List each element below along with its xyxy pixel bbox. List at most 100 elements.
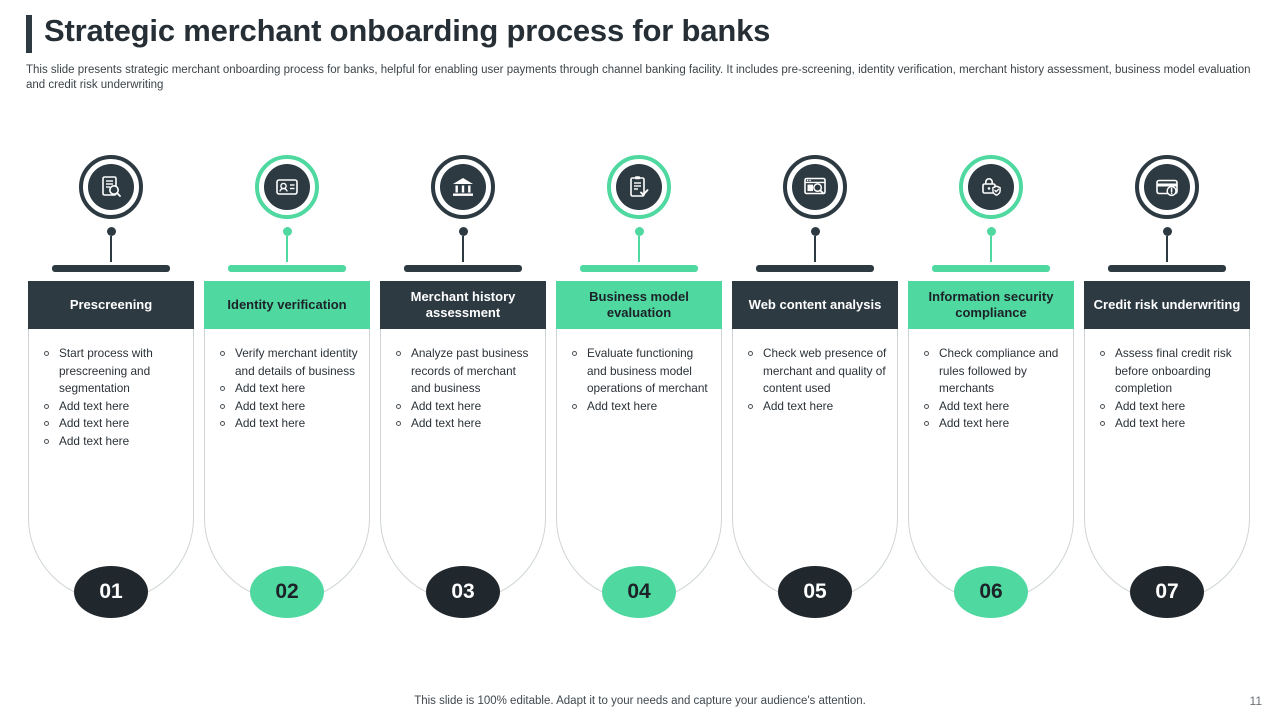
step-bullets-5: Check web presence of merchant and quali… xyxy=(733,329,897,415)
step-connector-4 xyxy=(580,227,698,272)
connector-line-6 xyxy=(990,236,992,262)
step-number-badge-3: 03 xyxy=(426,566,500,618)
process-step-4[interactable]: Business model evaluation Evaluate funct… xyxy=(551,155,727,618)
step-icon-circle-2 xyxy=(255,155,319,219)
document-search-icon xyxy=(88,164,134,210)
connector-dot-7 xyxy=(1162,227,1172,236)
connector-dot-4 xyxy=(634,227,644,236)
step-bullets-6: Check compliance and rules followed by m… xyxy=(909,329,1073,433)
process-step-3[interactable]: Merchant history assessment Analyze past… xyxy=(375,155,551,618)
list-item: Add text here xyxy=(395,398,535,416)
step-icon-circle-1 xyxy=(79,155,143,219)
list-item: Check compliance and rules followed by m… xyxy=(923,345,1063,398)
connector-dot-5 xyxy=(810,227,820,236)
list-item: Check web presence of merchant and quali… xyxy=(747,345,887,398)
connector-cap-6 xyxy=(932,265,1050,272)
connector-cap-7 xyxy=(1108,265,1226,272)
step-title-5: Web content analysis xyxy=(732,281,898,329)
step-connector-5 xyxy=(756,227,874,272)
title-accent-bar xyxy=(26,15,32,53)
step-connector-3 xyxy=(404,227,522,272)
step-icon-circle-5 xyxy=(783,155,847,219)
list-item: Add text here xyxy=(571,398,711,416)
step-title-1: Prescreening xyxy=(28,281,194,329)
process-step-5[interactable]: Web content analysis Check web presence … xyxy=(727,155,903,618)
step-bullets-2: Verify merchant identity and details of … xyxy=(205,329,369,433)
step-connector-2 xyxy=(228,227,346,272)
process-diagram: Prescreening Start process with prescree… xyxy=(0,155,1280,655)
step-connector-1 xyxy=(52,227,170,272)
step-card-7[interactable]: Credit risk underwriting Assess final cr… xyxy=(1084,281,1250,618)
connector-dot-3 xyxy=(458,227,468,236)
step-card-6[interactable]: Information security compliance Check co… xyxy=(908,281,1074,618)
clipboard-checklist-icon xyxy=(616,164,662,210)
list-item: Add text here xyxy=(43,398,183,416)
step-title-7: Credit risk underwriting xyxy=(1084,281,1250,329)
connector-dot-1 xyxy=(106,227,116,236)
step-icon-circle-7 xyxy=(1135,155,1199,219)
connector-cap-1 xyxy=(52,265,170,272)
step-card-4[interactable]: Business model evaluation Evaluate funct… xyxy=(556,281,722,618)
web-page-search-icon xyxy=(792,164,838,210)
footer-note: This slide is 100% editable. Adapt it to… xyxy=(414,695,866,707)
id-card-icon xyxy=(264,164,310,210)
process-step-7[interactable]: Credit risk underwriting Assess final cr… xyxy=(1079,155,1255,618)
list-item: Add text here xyxy=(923,415,1063,433)
page-number: 11 xyxy=(1249,694,1262,708)
process-step-6[interactable]: Information security compliance Check co… xyxy=(903,155,1079,618)
list-item: Add text here xyxy=(43,433,183,451)
step-number-badge-2: 02 xyxy=(250,566,324,618)
step-number-badge-1: 01 xyxy=(74,566,148,618)
process-step-1[interactable]: Prescreening Start process with prescree… xyxy=(23,155,199,618)
list-item: Add text here xyxy=(923,398,1063,416)
connector-dot-2 xyxy=(282,227,292,236)
step-number-badge-5: 05 xyxy=(778,566,852,618)
list-item: Add text here xyxy=(747,398,887,416)
list-item: Add text here xyxy=(219,380,359,398)
list-item: Add text here xyxy=(219,398,359,416)
list-item: Add text here xyxy=(43,415,183,433)
list-item: Add text here xyxy=(1099,415,1239,433)
slide-header: Strategic merchant onboarding process fo… xyxy=(26,12,1254,93)
credit-card-alert-icon xyxy=(1144,164,1190,210)
step-title-3: Merchant history assessment xyxy=(380,281,546,329)
connector-line-4 xyxy=(638,236,640,262)
bank-building-icon xyxy=(440,164,486,210)
step-icon-circle-6 xyxy=(959,155,1023,219)
slide-subtitle: This slide presents strategic merchant o… xyxy=(26,64,1251,91)
step-bullets-7: Assess final credit risk before onboardi… xyxy=(1085,329,1249,433)
connector-cap-2 xyxy=(228,265,346,272)
connector-cap-5 xyxy=(756,265,874,272)
list-item: Assess final credit risk before onboardi… xyxy=(1099,345,1239,398)
step-title-2: Identity verification xyxy=(204,281,370,329)
connector-line-1 xyxy=(110,236,112,262)
connector-line-7 xyxy=(1166,236,1168,262)
step-card-2[interactable]: Identity verification Verify merchant id… xyxy=(204,281,370,618)
list-item: Verify merchant identity and details of … xyxy=(219,345,359,380)
step-number-badge-6: 06 xyxy=(954,566,1028,618)
step-number-badge-4: 04 xyxy=(602,566,676,618)
page-title: Strategic merchant onboarding process fo… xyxy=(44,13,771,48)
connector-cap-4 xyxy=(580,265,698,272)
list-item: Add text here xyxy=(395,415,535,433)
list-item: Add text here xyxy=(219,415,359,433)
list-item: Start process with prescreening and segm… xyxy=(43,345,183,398)
list-item: Add text here xyxy=(1099,398,1239,416)
step-icon-circle-3 xyxy=(431,155,495,219)
process-step-2[interactable]: Identity verification Verify merchant id… xyxy=(199,155,375,618)
step-bullets-3: Analyze past business records of merchan… xyxy=(381,329,545,433)
connector-line-5 xyxy=(814,236,816,262)
step-card-3[interactable]: Merchant history assessment Analyze past… xyxy=(380,281,546,618)
connector-dot-6 xyxy=(986,227,996,236)
list-item: Evaluate functioning and business model … xyxy=(571,345,711,398)
step-card-1[interactable]: Prescreening Start process with prescree… xyxy=(28,281,194,618)
connector-line-3 xyxy=(462,236,464,262)
connector-line-2 xyxy=(286,236,288,262)
security-lock-check-icon xyxy=(968,164,1014,210)
list-item: Analyze past business records of merchan… xyxy=(395,345,535,398)
step-connector-7 xyxy=(1108,227,1226,272)
step-card-5[interactable]: Web content analysis Check web presence … xyxy=(732,281,898,618)
step-connector-6 xyxy=(932,227,1050,272)
step-bullets-1: Start process with prescreening and segm… xyxy=(29,329,193,450)
connector-cap-3 xyxy=(404,265,522,272)
